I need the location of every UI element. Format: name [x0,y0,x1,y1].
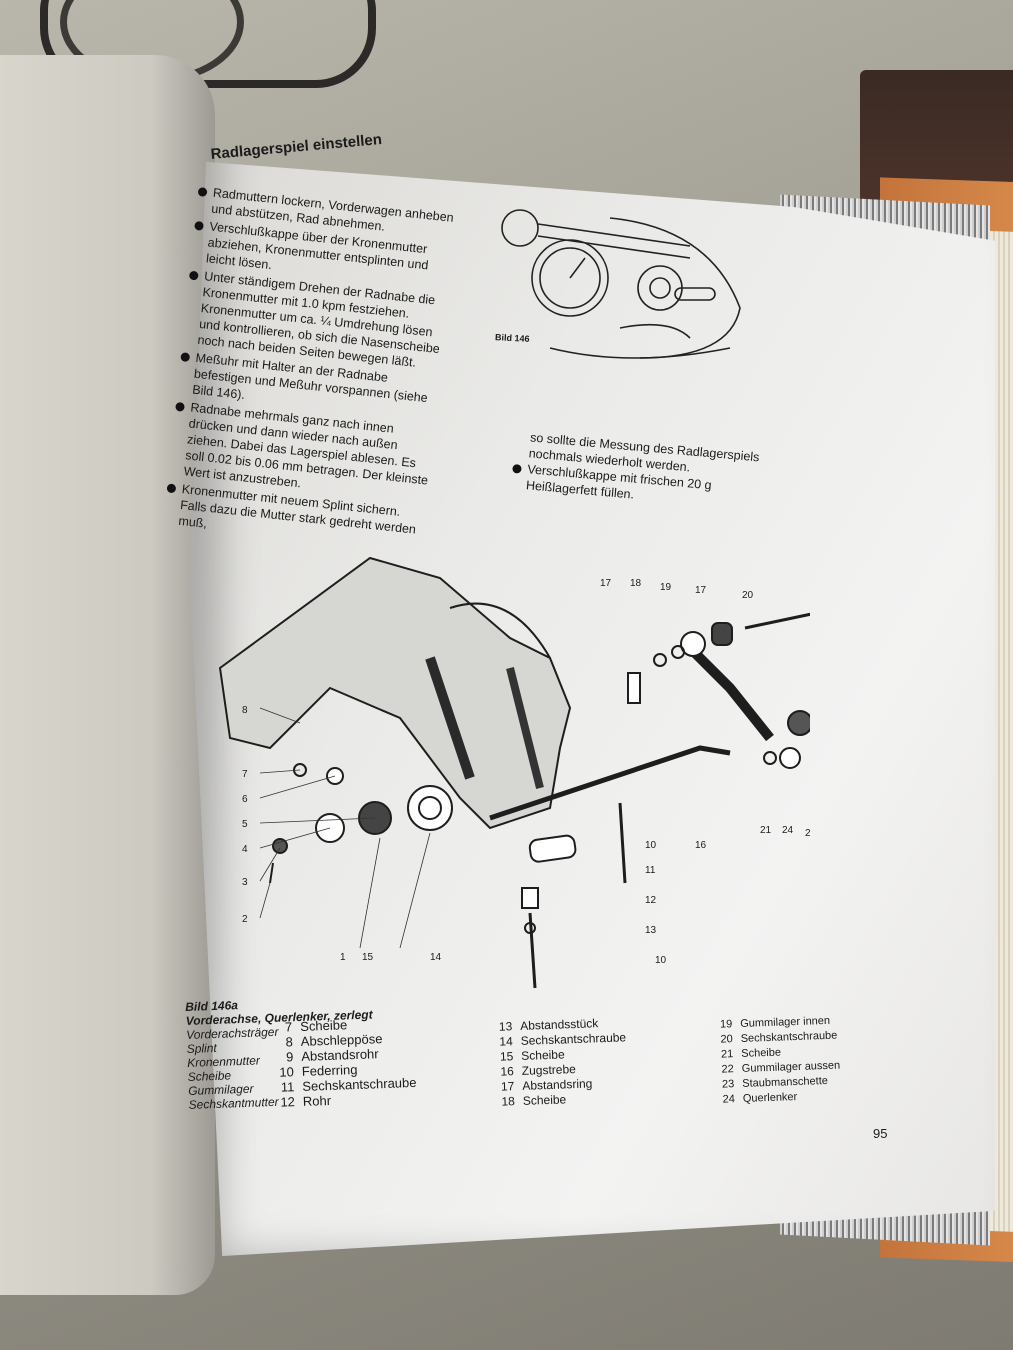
svg-text:23: 23 [805,828,810,839]
svg-text:24: 24 [782,825,794,836]
svg-text:1: 1 [340,952,346,963]
svg-text:10: 10 [655,955,667,966]
svg-text:5: 5 [242,819,248,830]
svg-text:14: 14 [430,952,442,963]
section-heading: Radlagerspiel einstellen [210,131,383,163]
svg-text:6: 6 [242,794,248,805]
figure-146-label: Bild 146 [494,332,530,344]
svg-text:20: 20 [742,590,754,601]
body-text-right: so sollte die Messung des Radlagerspiels… [509,428,784,515]
svg-text:11: 11 [645,865,656,876]
svg-text:2: 2 [242,914,248,925]
svg-text:10: 10 [645,840,657,851]
figure-146a-drawing: 8 7 6 5 4 3 2 1 15 14 17 18 19 17 20 10 … [218,556,810,989]
svg-text:18: 18 [630,578,642,589]
svg-text:21: 21 [760,825,772,836]
left-book-page [0,55,215,1295]
svg-text:7: 7 [242,769,248,780]
figure-146-drawing [501,209,741,359]
svg-text:8: 8 [242,705,248,716]
svg-text:17: 17 [600,578,612,589]
svg-text:4: 4 [242,844,248,855]
svg-text:19: 19 [660,582,672,593]
eyeglasses [40,0,376,88]
svg-text:3: 3 [242,877,248,888]
body-text-left: Radmuttern lockern, Vorderwagen anheben … [162,183,462,557]
page-content: Radlagerspiel einstellen Radmuttern lock… [178,128,995,1256]
svg-text:13: 13 [645,925,657,936]
svg-text:16: 16 [695,840,707,851]
page-number: 95 [873,1126,888,1141]
svg-text:12: 12 [645,895,657,906]
svg-text:17: 17 [695,585,707,596]
svg-text:15: 15 [362,952,374,963]
